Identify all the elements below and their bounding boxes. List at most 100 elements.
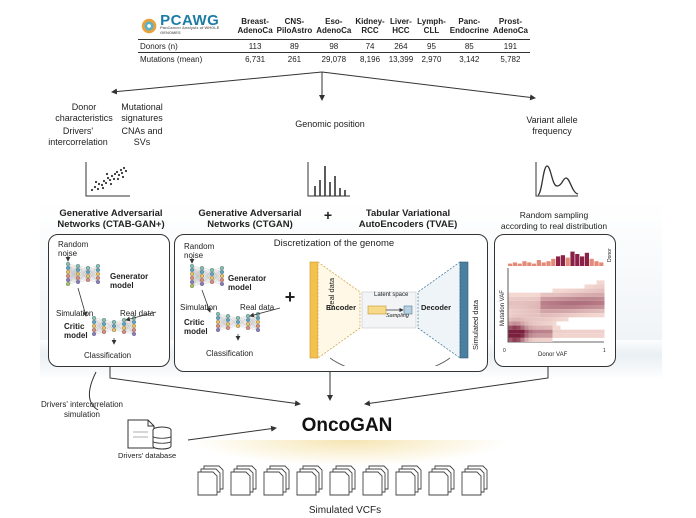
heatmap-cell	[532, 337, 537, 342]
heatmap-cell	[512, 333, 517, 338]
heatmap-cell	[528, 296, 533, 301]
network-node	[132, 324, 136, 328]
scatter-dot	[104, 181, 108, 185]
heatmap-cell	[540, 305, 545, 310]
heatmap-cell	[564, 333, 569, 338]
heatmap-cell	[568, 333, 573, 338]
scatter-dot	[120, 171, 124, 175]
pcawg-table: PCAWG PanCancer Analysis of WHOLE GENOME…	[138, 12, 530, 65]
heatmap-cell	[572, 296, 577, 301]
heatmap-cell	[568, 305, 573, 310]
scatter-dot	[124, 169, 128, 173]
heatmap-cell	[592, 296, 597, 301]
pcawg-logo: PCAWG PanCancer Analysis of WHOLE GENOME…	[138, 12, 236, 40]
heatmap-cell	[532, 300, 537, 305]
heatmap-cell	[532, 329, 537, 334]
label-donor-vaf: Donor VAF	[538, 352, 568, 358]
heatmap-cell	[592, 309, 597, 314]
marginal-bar	[556, 256, 561, 266]
pcawg-column-header: Kidney-RCC	[355, 16, 385, 35]
heatmap-cell	[540, 296, 545, 301]
arrow-to-vaf	[321, 71, 536, 101]
network-node	[220, 266, 224, 270]
network-node	[132, 320, 136, 324]
heatmap-cell	[532, 325, 537, 330]
heatmap-cell	[552, 309, 557, 314]
heatmap-cell	[524, 292, 529, 297]
heatmap-cell	[588, 309, 593, 314]
heatmap-cell	[508, 305, 513, 310]
arrow-db-to-oncogan	[187, 425, 277, 441]
vcf-icons-row	[196, 462, 496, 502]
heatmap-cell	[532, 317, 537, 322]
heatmap-cell	[560, 296, 565, 301]
network-node	[226, 314, 230, 318]
label-real-data: Real data	[240, 303, 275, 312]
network-node	[220, 270, 224, 274]
heatmap-cell	[532, 292, 537, 297]
network-node	[66, 274, 70, 278]
heatmap-cell	[520, 309, 525, 314]
heatmap-cell	[544, 337, 549, 342]
network-node	[92, 328, 96, 332]
heatmap-cell	[552, 329, 557, 334]
heatmap-cell	[508, 309, 513, 314]
heatmap-cell	[536, 309, 541, 314]
heatmap-cell	[552, 333, 557, 338]
pcawg-column-header: Eso-AdenoCa	[316, 16, 352, 35]
heatmap-cell	[588, 296, 593, 301]
heatmap-cell	[512, 329, 517, 334]
marginal-bar	[508, 263, 513, 266]
heatmap-cell	[516, 321, 521, 326]
heatmap-cell	[520, 317, 525, 322]
heatmap-cell	[536, 317, 541, 322]
heatmap-cell	[584, 300, 589, 305]
heatmap-cell	[512, 313, 517, 318]
network-node	[92, 332, 96, 336]
heatmap-cell	[524, 333, 529, 338]
network-node	[190, 280, 194, 284]
heatmap-cell	[540, 321, 545, 326]
scatter-dot	[122, 166, 126, 170]
network-node	[92, 320, 96, 324]
heatmap-cell	[560, 329, 565, 334]
heatmap-cell	[528, 292, 533, 297]
network-node	[132, 328, 136, 332]
marginal-bar	[522, 261, 527, 266]
vaf-heatmap	[507, 251, 605, 343]
heatmap-cell	[596, 309, 601, 314]
heatmap-cell	[544, 296, 549, 301]
heatmap-cell	[600, 292, 605, 297]
network-node	[102, 330, 106, 334]
heatmap-cell	[540, 300, 545, 305]
marginal-bar	[580, 256, 585, 266]
heatmap-cell	[532, 333, 537, 338]
heatmap-cell	[572, 305, 577, 310]
heatmap-cell	[512, 317, 517, 322]
heatmap-cell	[532, 296, 537, 301]
network-node	[246, 322, 250, 326]
heatmap-cell	[520, 333, 525, 338]
heatmap-cell	[516, 337, 521, 342]
heatmap-cell	[588, 292, 593, 297]
heatmap-cell	[596, 292, 601, 297]
heatmap-cell	[568, 313, 573, 318]
pcawg-cell: 2,970	[415, 52, 448, 65]
heatmap-cell	[532, 309, 537, 314]
heatmap-cell	[560, 317, 565, 322]
network-node	[92, 324, 96, 328]
heatmap-cell	[548, 313, 553, 318]
heatmap-cell	[524, 321, 529, 326]
label-genomic-position: Genomic position	[295, 119, 365, 129]
heatmap-cell	[588, 305, 593, 310]
heatmap-cell	[576, 309, 581, 314]
heatmap-cell	[588, 329, 593, 334]
marginal-bar	[584, 252, 589, 266]
pcawg-logo-subtext: PanCancer Analysis of WHOLE GENOMES	[160, 25, 220, 35]
heatmap-cell	[556, 300, 561, 305]
